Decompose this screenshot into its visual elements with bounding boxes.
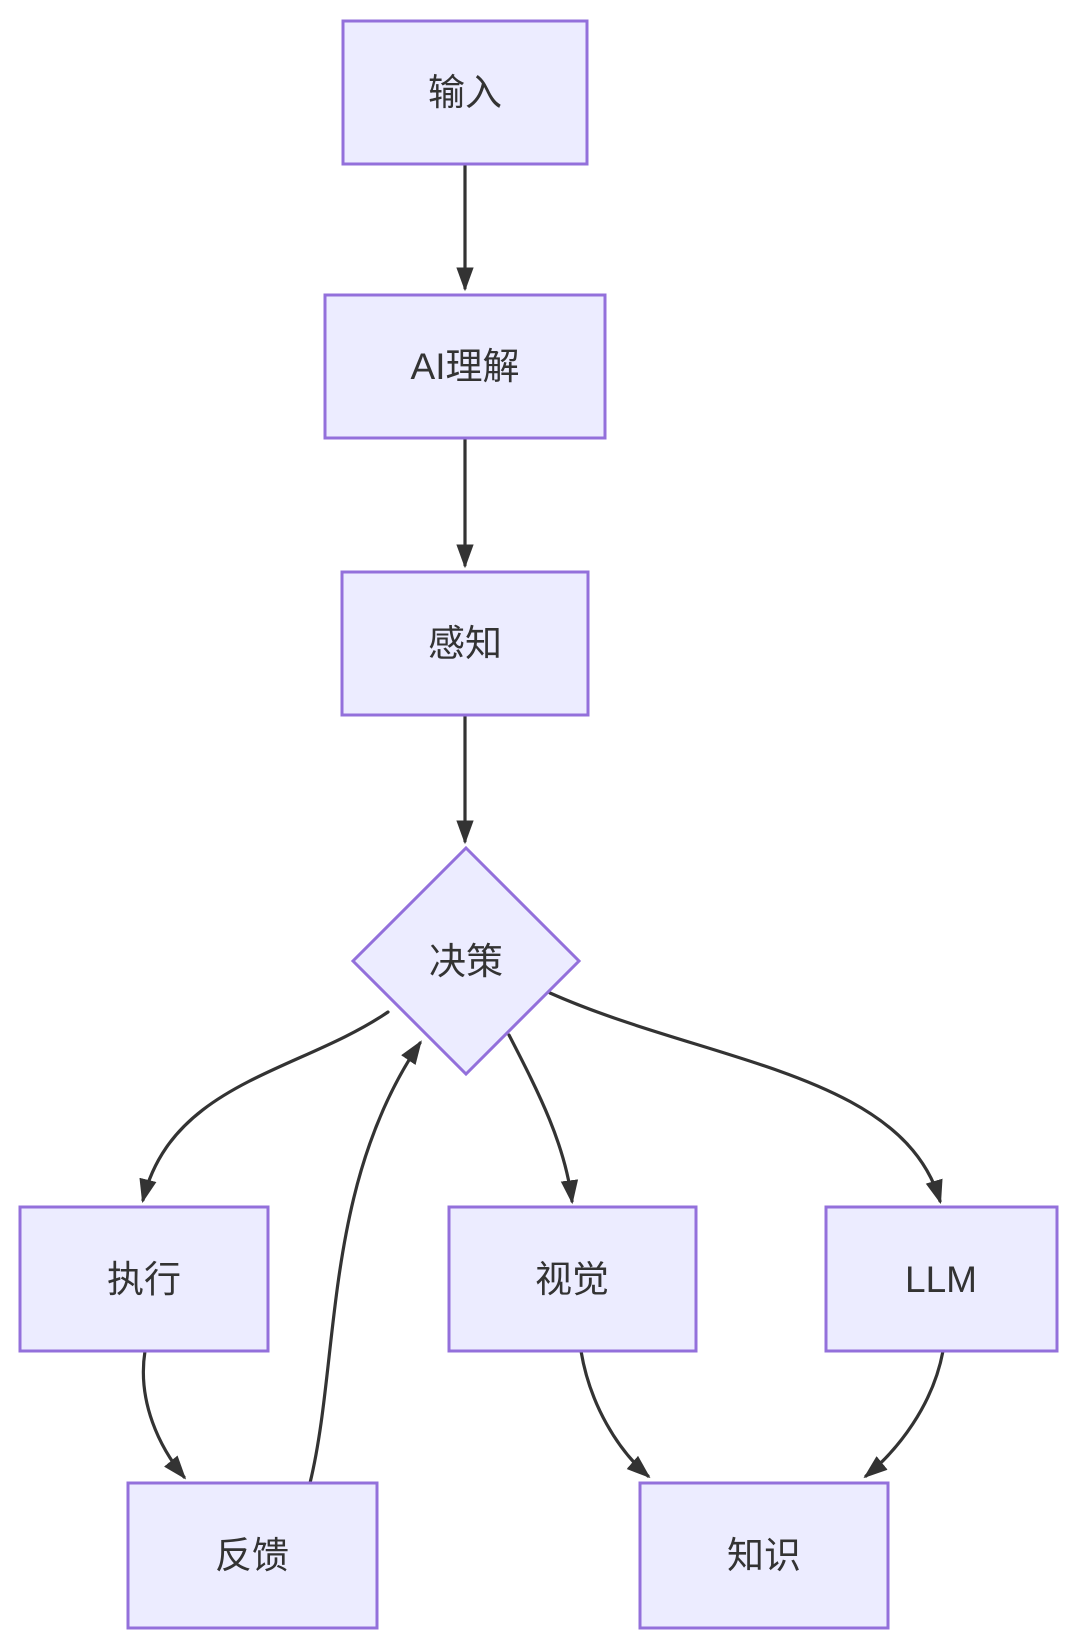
node-llm-label: LLM — [905, 1259, 977, 1300]
node-vision-label: 视觉 — [535, 1259, 609, 1300]
node-ai: AI理解 — [323, 293, 607, 440]
edge-layer — [139, 162, 945, 1485]
node-execute-box — [18, 1205, 270, 1353]
edge-vision-knowledge — [579, 1349, 651, 1479]
node-llm: LLM — [824, 1205, 1059, 1353]
node-input: 输入 — [341, 19, 589, 166]
node-vision-box — [447, 1205, 698, 1353]
node-execute-label: 执行 — [107, 1259, 181, 1300]
node-input-box — [341, 19, 589, 166]
node-knowledge: 知识 — [638, 1481, 890, 1630]
node-ai-box — [323, 293, 607, 440]
node-decision: 决策 — [350, 845, 582, 1077]
edge-decision-vision — [507, 1033, 579, 1205]
node-feedback-box — [126, 1481, 379, 1630]
edge-feedback-decision — [308, 1040, 422, 1485]
node-perception-label: 感知 — [428, 623, 502, 664]
node-execute: 执行 — [18, 1205, 270, 1353]
node-knowledge-box — [638, 1481, 890, 1630]
edge-execute-feedback — [141, 1349, 187, 1480]
edge-decision-execute — [139, 1010, 390, 1204]
node-llm-box — [824, 1205, 1059, 1353]
node-feedback-label: 反馈 — [215, 1535, 289, 1576]
node-decision-label: 决策 — [429, 941, 503, 982]
edge-llm-knowledge — [863, 1349, 945, 1479]
node-decision-diamond — [350, 845, 582, 1077]
node-feedback: 反馈 — [126, 1481, 379, 1630]
edge-decision-llm — [548, 991, 943, 1205]
node-vision: 视觉 — [447, 1205, 698, 1353]
node-perception: 感知 — [340, 570, 590, 717]
node-perception-box — [340, 570, 590, 717]
node-knowledge-label: 知识 — [727, 1535, 801, 1576]
node-ai-label: AI理解 — [411, 346, 520, 387]
node-input-label: 输入 — [428, 72, 502, 113]
